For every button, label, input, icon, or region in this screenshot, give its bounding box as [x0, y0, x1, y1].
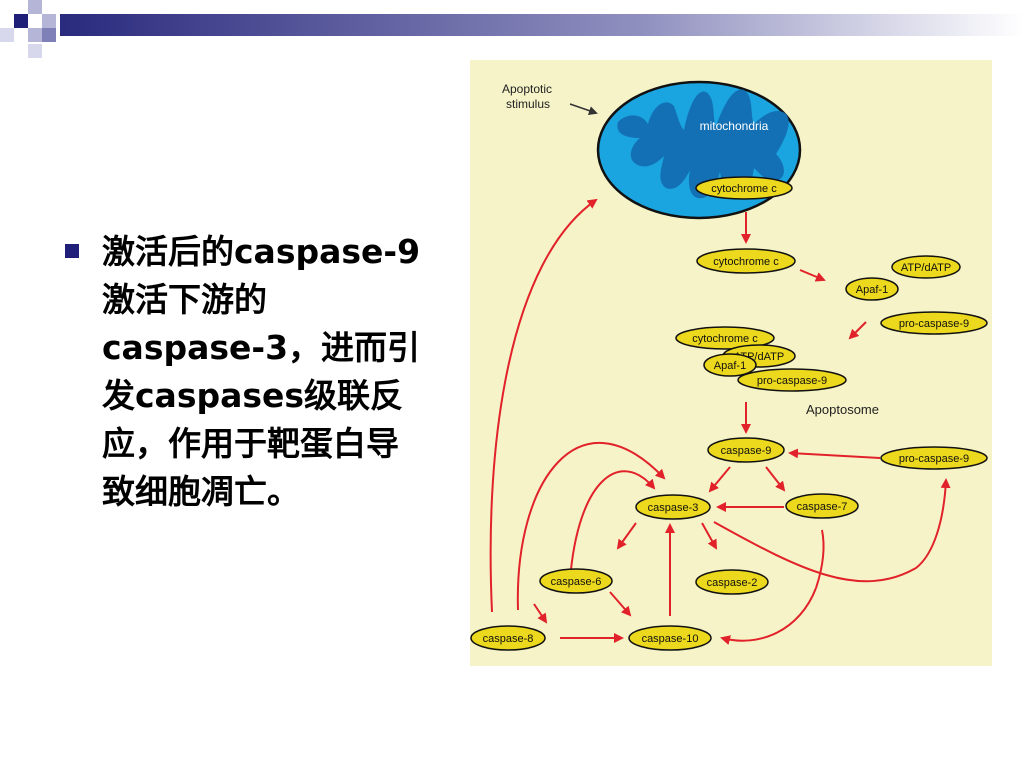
apoptosome-cytochrome-c: cytochrome c: [692, 333, 758, 345]
corner-decoration: [0, 0, 1024, 58]
node-apaf-1: Apaf-1: [845, 277, 899, 301]
node-caspase-10: caspase-10: [628, 625, 712, 651]
bullet-line: 激活后的caspase-9: [102, 232, 421, 271]
caspase-cascade-diagram: mitochondria Apoptotic stimulus cytochro…: [470, 60, 992, 666]
svg-text:Apaf-1: Apaf-1: [856, 284, 888, 296]
node-caspase-7: caspase-7: [785, 493, 859, 519]
svg-text:ATP/dATP: ATP/dATP: [901, 262, 951, 274]
node-caspase-8: caspase-8: [470, 625, 546, 651]
svg-text:cytochrome c: cytochrome c: [713, 256, 779, 268]
svg-text:pro-caspase-9: pro-caspase-9: [899, 318, 969, 330]
apoptosome-label: Apoptosome: [806, 402, 879, 417]
bullet-square-icon: [65, 244, 79, 258]
svg-text:caspase-3: caspase-3: [648, 502, 699, 514]
svg-text:caspase-9: caspase-9: [721, 445, 772, 457]
bullet-text: 激活后的caspase-9 激活下游的 caspase-3，进而引 发caspa…: [102, 228, 462, 516]
svg-text:caspase-10: caspase-10: [642, 633, 699, 645]
bullet-line: caspase-3，进而引: [102, 328, 421, 367]
node-pro-caspase-9-b: pro-caspase-9: [880, 446, 988, 470]
node-caspase-2: caspase-2: [695, 569, 769, 595]
node-caspase-3: caspase-3: [635, 494, 711, 520]
stimulus-label-line2: stimulus: [506, 97, 550, 111]
bullet-line: 应，作用于靶蛋白导: [102, 424, 399, 463]
bullet-line: 激活下游的: [102, 280, 267, 319]
stimulus-label-line1: Apoptotic: [502, 82, 552, 96]
stimulus-arrow: [569, 103, 598, 115]
node-cytochrome-c-released: cytochrome c: [696, 248, 796, 274]
apoptosome-apaf-1: Apaf-1: [714, 360, 746, 372]
svg-text:cytochrome c: cytochrome c: [711, 183, 777, 195]
bullet-line: 发caspases级联反: [102, 376, 404, 415]
bullet-line: 致细胞凋亡。: [102, 472, 300, 511]
node-cytochrome-c-mito: cytochrome c: [695, 176, 793, 200]
node-caspase-9: caspase-9: [707, 437, 785, 463]
node-atp-datp: ATP/dATP: [891, 255, 961, 279]
node-pro-caspase-9: pro-caspase-9: [880, 311, 988, 335]
apoptosome-pro-caspase-9: pro-caspase-9: [757, 375, 827, 387]
arrows: [489, 198, 951, 645]
node-caspase-6: caspase-6: [539, 568, 613, 594]
svg-text:pro-caspase-9: pro-caspase-9: [899, 453, 969, 465]
svg-text:caspase-8: caspase-8: [483, 633, 534, 645]
mitochondrion-cristae: [617, 89, 789, 199]
svg-text:caspase-6: caspase-6: [551, 576, 602, 588]
mitochondria-label: mitochondria: [700, 119, 769, 133]
svg-text:caspase-2: caspase-2: [707, 577, 758, 589]
svg-text:caspase-7: caspase-7: [797, 501, 848, 513]
apoptosome-complex: cytochrome c ATP/dATP Apaf-1 pro-caspase…: [675, 326, 847, 392]
